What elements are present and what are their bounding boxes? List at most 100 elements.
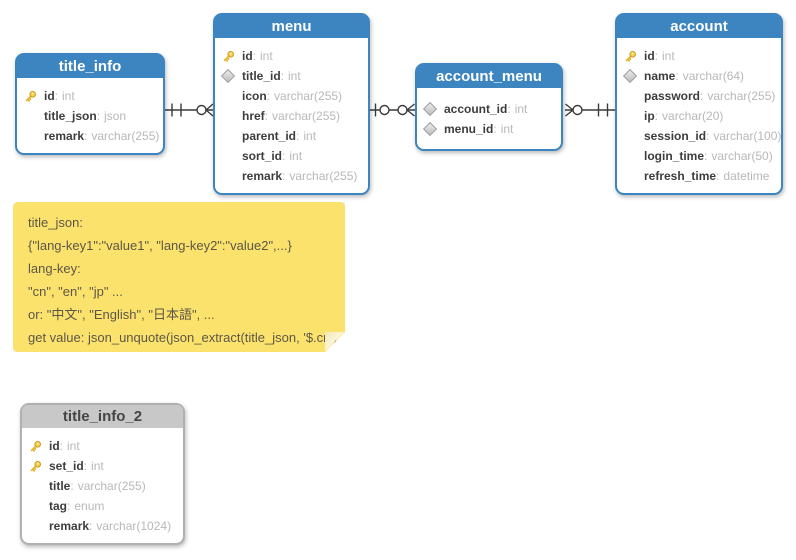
field-type: int — [662, 49, 675, 63]
relationship-account_menu-account[interactable] — [565, 103, 615, 117]
field-name: remark — [49, 519, 90, 533]
field-name: title_id — [242, 69, 281, 83]
field-type: json — [104, 109, 127, 123]
field-type: int — [514, 102, 528, 116]
field-colon: : — [493, 122, 497, 136]
field-colon: : — [706, 129, 710, 143]
field-colon: : — [507, 102, 511, 116]
field-row: refresh_time:datetime — [617, 166, 781, 186]
field-colon: : — [654, 109, 659, 123]
field-name: id — [644, 49, 655, 63]
field-name: parent_id — [242, 129, 297, 143]
field-row: sort_id:int — [215, 146, 368, 166]
field-name: id — [242, 49, 253, 63]
field-name: password — [644, 89, 701, 103]
primary-key-icon — [623, 49, 644, 64]
field-name: title — [49, 479, 71, 493]
note-line: lang-key: — [28, 261, 81, 276]
field-name: session_id — [644, 129, 707, 143]
field-colon: : — [282, 169, 286, 183]
field-name: login_time — [644, 149, 705, 163]
relationship-menu-account_menu[interactable] — [370, 103, 415, 117]
field-name: menu_id — [444, 122, 494, 136]
entity-header: account_menu — [417, 65, 561, 90]
entity-header: menu — [215, 15, 368, 40]
note-line: "cn", "en", "jp" ... — [28, 284, 123, 299]
field-colon: : — [700, 89, 704, 103]
field-row: menu_id:int — [417, 119, 561, 139]
field-name: refresh_time — [644, 169, 717, 183]
field-row: title_id:int — [215, 66, 368, 86]
field-row: tag:enum — [22, 496, 183, 516]
entity-title_info[interactable]: title_info id:int title_json:json remark… — [15, 53, 165, 155]
field-colon: : — [83, 459, 88, 473]
field-row: remark:varchar(255) — [17, 126, 163, 146]
field-type: varchar(255) — [274, 89, 343, 103]
field-name: id — [49, 439, 60, 453]
field-type: int — [260, 49, 273, 63]
field-colon: : — [675, 69, 679, 83]
field-row: password:varchar(255) — [617, 86, 781, 106]
foreign-key-diamond-icon — [422, 101, 444, 117]
entity-field-list: id:int set_id:int title:varchar(255) tag… — [22, 430, 183, 543]
entity-header: title_info_2 — [22, 405, 183, 430]
sticky-note-body: title_json: {"lang-key1":"value1", "lang… — [13, 202, 345, 352]
field-name: tag — [49, 499, 67, 513]
field-row: href:varchar(255) — [215, 106, 368, 126]
field-colon: : — [716, 169, 720, 183]
field-colon: : — [96, 109, 101, 123]
field-type: varchar(20) — [662, 109, 724, 123]
note-line: title_json: — [28, 215, 83, 230]
field-name: name — [644, 69, 676, 83]
field-row: remark:varchar(255) — [215, 166, 368, 186]
entity-account_menu[interactable]: account_menu account_id:int menu_id:int — [415, 63, 563, 151]
field-colon: : — [70, 479, 74, 493]
field-type: varchar(255) — [707, 89, 776, 103]
field-row: id:int — [617, 46, 781, 66]
entity-title_info_2[interactable]: title_info_2 id:int set_id:int title:var… — [20, 403, 185, 545]
field-type: varchar(255) — [91, 129, 160, 143]
field-type: int — [67, 439, 80, 453]
field-type: int — [288, 69, 301, 83]
field-row: id:int — [215, 46, 368, 66]
primary-key-icon — [23, 89, 44, 104]
field-colon: : — [282, 149, 286, 163]
field-row: set_id:int — [22, 456, 183, 476]
field-colon: : — [266, 89, 271, 103]
field-type: varchar(255) — [272, 109, 341, 123]
field-colon: : — [264, 109, 269, 123]
entity-menu[interactable]: menu id:int title_id:int icon:varchar(25… — [213, 13, 370, 195]
field-name: sort_id — [242, 149, 283, 163]
field-name: title_json — [44, 109, 97, 123]
primary-key-icon — [221, 49, 242, 64]
field-colon: : — [67, 499, 71, 513]
entity-account[interactable]: account id:int name:varchar(64) password… — [615, 13, 783, 195]
field-name: set_id — [49, 459, 84, 473]
field-type: int — [500, 122, 514, 136]
field-row: ip:varchar(20) — [617, 106, 781, 126]
field-colon: : — [54, 89, 59, 103]
entity-title: title_info_2 — [62, 408, 143, 425]
field-colon: : — [252, 49, 257, 63]
field-colon: : — [89, 519, 93, 533]
field-type: varchar(50) — [711, 149, 773, 163]
relationship-title_info-menu[interactable] — [165, 103, 214, 117]
foreign-key-diamond-icon — [220, 68, 242, 84]
note-line: or: "中文", "English", "日本語", ... — [28, 307, 215, 322]
note-folded-corner — [325, 332, 345, 352]
primary-key-icon — [28, 439, 49, 454]
sticky-note[interactable]: title_json: {"lang-key1":"value1", "lang… — [13, 202, 345, 352]
field-row: title_json:json — [17, 106, 163, 126]
field-row: session_id:varchar(100) — [617, 126, 781, 146]
entity-title: menu — [271, 18, 312, 35]
entity-field-list: account_id:int menu_id:int — [417, 90, 561, 149]
field-row: icon:varchar(255) — [215, 86, 368, 106]
field-colon: : — [704, 149, 708, 163]
field-row: title:varchar(255) — [22, 476, 183, 496]
field-colon: : — [59, 439, 64, 453]
field-type: varchar(100) — [713, 129, 781, 143]
field-colon: : — [280, 69, 285, 83]
field-type: int — [303, 129, 317, 143]
field-type: int — [91, 459, 104, 473]
